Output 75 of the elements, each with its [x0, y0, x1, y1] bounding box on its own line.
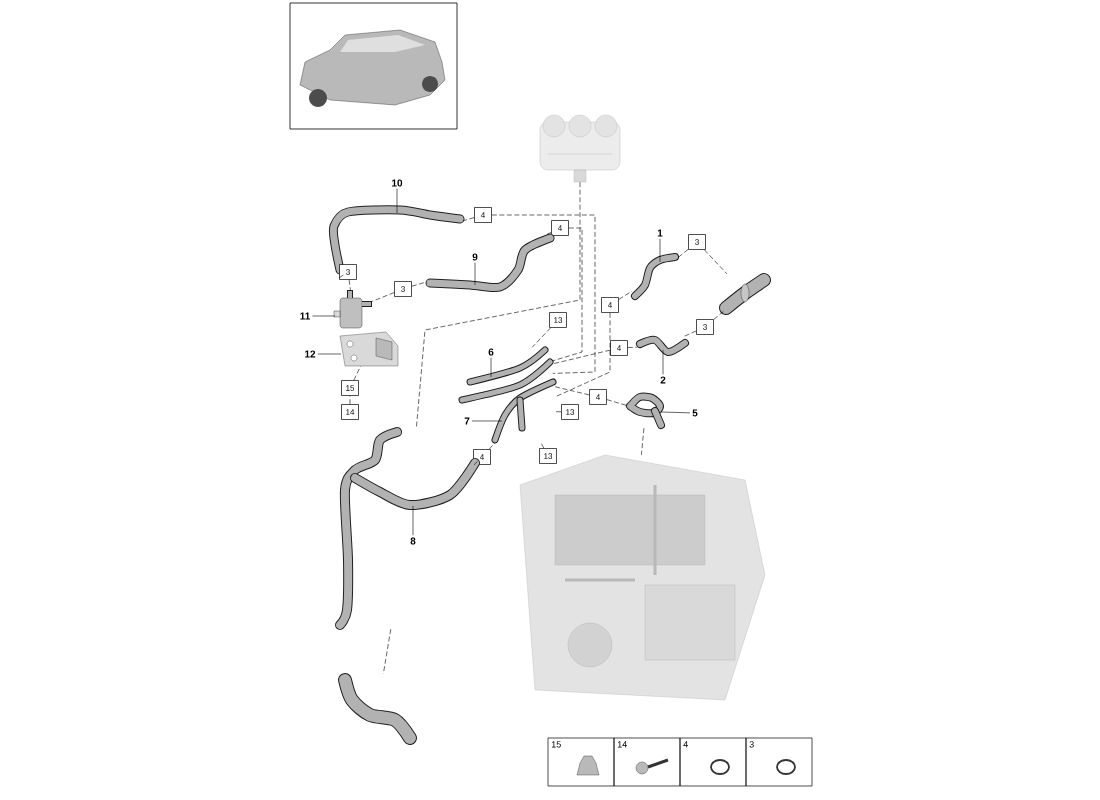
callout-number: 7: [464, 417, 470, 425]
assembly-line: [606, 399, 628, 406]
hose-drawing: [626, 392, 665, 429]
part-number-box: 4: [601, 297, 619, 313]
assembly-line: [488, 442, 496, 450]
part-number-box: 3: [394, 281, 412, 297]
leader-line: [317, 353, 342, 355]
assembly-line: [531, 327, 551, 348]
assembly-line: [552, 349, 611, 365]
part-number-box: 15: [341, 380, 359, 396]
pipe-drawing: [338, 673, 417, 745]
callout-number: 11: [300, 312, 310, 320]
part-number-box: 4: [551, 220, 569, 236]
assembly-line: [546, 232, 552, 235]
assembly-line: [552, 385, 590, 396]
assembly-line: [353, 365, 361, 381]
parts-table-cell: 14: [613, 737, 681, 787]
part-number-box: 13: [539, 448, 557, 464]
assembly-line: [627, 346, 638, 348]
part-number-box: 4: [610, 340, 628, 356]
assembly-line: [555, 312, 611, 397]
flange-drawing: [719, 273, 771, 315]
leader-line: [396, 188, 398, 214]
part-number-box: 4: [474, 207, 492, 223]
parts-table-cell: 4: [679, 737, 747, 787]
part-number-box: 13: [549, 312, 567, 328]
leader-line: [474, 262, 476, 286]
leader-line: [662, 349, 664, 375]
leader-line: [660, 411, 691, 414]
pump-drawing: [333, 290, 372, 329]
hose-drawing: [631, 253, 679, 300]
part-number-box: 13: [561, 404, 579, 420]
assembly-line: [677, 248, 689, 258]
part-number-box: 3: [688, 234, 706, 250]
bracket-drawing: [339, 331, 399, 367]
hose-drawing: [458, 346, 554, 404]
hose-drawing: [491, 378, 557, 444]
assembly-line: [713, 310, 725, 320]
hose-drawing: [335, 427, 480, 630]
parts-table-cell: 3: [745, 737, 813, 787]
assembly-line: [641, 427, 645, 456]
assembly-line: [704, 249, 728, 275]
assembly-line: [552, 227, 583, 362]
engine-drawing: [519, 454, 766, 701]
part-number-box: 3: [696, 319, 714, 335]
assembly-line: [491, 214, 596, 374]
assembly-line: [473, 459, 480, 466]
part-number-box: 3: [339, 264, 357, 280]
hose-drawing: [425, 233, 555, 293]
coolant-tank-drawing: [539, 114, 621, 183]
assembly-line: [463, 217, 475, 221]
assembly-line: [371, 292, 395, 302]
parts-table-cell: 15: [547, 737, 615, 787]
callout-number: 2: [660, 376, 666, 384]
hose-drawing: [328, 205, 465, 275]
leader-line: [490, 357, 492, 378]
part-number-box: 4: [589, 389, 607, 405]
leader-line: [412, 505, 414, 536]
leader-line: [659, 238, 661, 263]
assembly-line: [338, 273, 346, 279]
assembly-line: [349, 395, 351, 405]
part-number-box: 14: [341, 404, 359, 420]
callout-number: 5: [692, 409, 698, 417]
assembly-line: [411, 281, 427, 287]
assembly-line: [348, 279, 351, 291]
assembly-line: [540, 442, 545, 449]
assembly-line: [383, 628, 392, 675]
hose-drawing: [636, 335, 689, 356]
callout-number: 10: [392, 179, 403, 187]
callout-number: 1: [657, 229, 663, 237]
assembly-line: [555, 411, 562, 413]
leader-line: [312, 315, 336, 317]
leader-line: [471, 420, 503, 422]
callout-number: 12: [305, 350, 316, 358]
assembly-line: [682, 330, 697, 338]
